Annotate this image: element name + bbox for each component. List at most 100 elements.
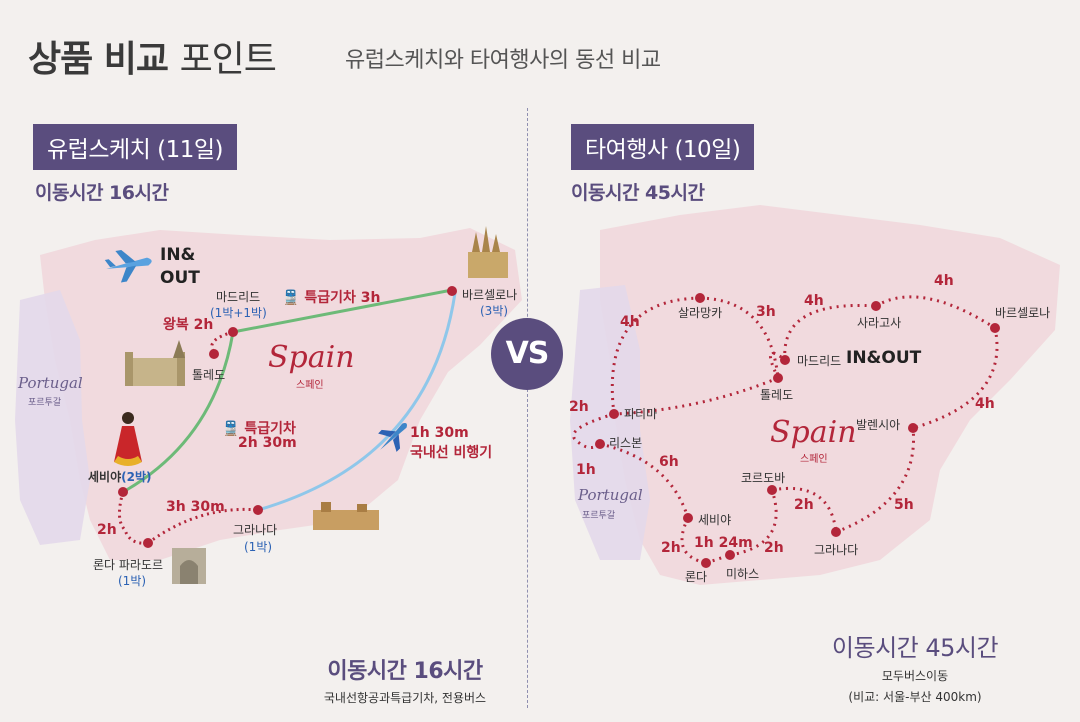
- flamenco-dancer-icon: [114, 412, 142, 466]
- left-ronda-dot: [143, 538, 153, 548]
- left-seg-ronda-granada: 3h 30m: [166, 499, 225, 515]
- left-summary-title: 이동시간 16시간: [327, 659, 483, 684]
- right-spain-script: Spain: [770, 415, 857, 450]
- page-title-bold: 상품 비교: [28, 39, 169, 80]
- right-seg-zaragoza-barcelona: 4h: [934, 273, 954, 289]
- left-spain-shape: [40, 228, 522, 560]
- left-travel-time: 이동시간 16시간: [35, 182, 169, 204]
- right-portugal-script: Portugal: [578, 486, 643, 504]
- right-ronda-label: 론다: [685, 570, 708, 584]
- left-flight-route: [257, 292, 457, 512]
- right-granada-label: 그라나다: [814, 543, 859, 557]
- page-subtitle: 유럽스케치와 타여행사의 동선 비교: [345, 48, 661, 73]
- right-travel-time: 이동시간 45시간: [571, 182, 705, 204]
- left-ronda-stay: (1박): [118, 574, 147, 588]
- left-seg-train-sev-1-text: 특급기차: [244, 421, 296, 437]
- right-seg-toledo-fatima: 2h: [569, 399, 589, 415]
- right-toledo-dot: [773, 373, 783, 383]
- left-out-label: OUT: [160, 268, 200, 288]
- left-granada-label: 그라나다: [233, 523, 278, 537]
- page-title: 상품 비교 포인트: [28, 30, 277, 82]
- alhambra-icon: [313, 502, 379, 530]
- left-spain-label: 스페인: [296, 380, 324, 391]
- right-seg-barcelona-valencia: 4h: [975, 396, 995, 412]
- alcazar-toledo-icon: [125, 340, 185, 386]
- left-summary: 이동시간 16시간 국내선항공과특급기차, 전용버스: [290, 653, 520, 706]
- right-spain-label: 스페인: [800, 454, 828, 465]
- right-seg-mijas-cordoba: 2h: [764, 540, 784, 556]
- right-salamanca-label: 살라망카: [678, 306, 723, 320]
- left-train-sevilla-route: [122, 331, 235, 494]
- right-barcelona-dot: [990, 323, 1000, 333]
- left-seg-train-bcn: 🚆 특급기차 3h: [282, 287, 380, 307]
- left-sevilla-dot: [118, 487, 128, 497]
- left-madrid-dot: [228, 327, 238, 337]
- left-portugal-script: Portugal: [18, 374, 83, 392]
- right-mijas-dot: [725, 550, 735, 560]
- left-ronda-label: 론다 파라도르: [93, 558, 164, 572]
- right-lisbon-dot: [595, 439, 605, 449]
- right-route-toledo-fatima: [613, 376, 779, 416]
- right-seg-granada-cordoba: 2h: [794, 497, 814, 513]
- right-fatima-dot: [609, 409, 619, 419]
- right-summary-title: 이동시간 45시간: [831, 634, 999, 662]
- right-fatima-label: 파티마: [624, 407, 658, 421]
- left-summary-note: 국내선항공과특급기차, 전용버스: [323, 691, 487, 705]
- right-zaragoza-label: 사라고사: [857, 316, 902, 330]
- train-icon: 🚆: [282, 290, 300, 306]
- left-spain-script: Spain: [268, 340, 355, 375]
- left-barcelona-stay: (3박): [480, 304, 509, 318]
- vs-badge: VS: [491, 318, 563, 390]
- train-icon: 🚆: [222, 421, 240, 437]
- left-seg-train-bcn-text: 특급기차 3h: [304, 290, 381, 306]
- right-portugal-shape: [570, 285, 650, 560]
- right-seg-madrid-zaragoza: 4h: [804, 293, 824, 309]
- left-seg-train-sev-2: 2h 30m: [238, 435, 297, 451]
- left-seg-flight-2: 국내선 비행기: [410, 445, 493, 461]
- right-granada-dot: [831, 527, 841, 537]
- right-valencia-dot: [908, 423, 918, 433]
- right-madrid-label: 마드리드: [797, 354, 842, 368]
- left-portugal-shape: [15, 290, 90, 545]
- flight-airplane-icon: [378, 423, 407, 452]
- right-cordoba-label: 코르도바: [741, 471, 786, 485]
- left-seg-sev-ronda: 2h: [97, 522, 117, 538]
- right-route-fatima-salamanca: [610, 296, 701, 415]
- right-route-barcelona-valencia: [912, 327, 999, 430]
- airplane-icon: [104, 249, 152, 283]
- left-train-bcn-route: [232, 288, 453, 334]
- left-madrid-label: 마드리드: [216, 290, 261, 304]
- right-lisbon-label: 리스본: [609, 436, 643, 450]
- left-in-label: IN&: [160, 245, 196, 265]
- left-sevilla-name: 세비야: [88, 470, 122, 484]
- right-zaragoza-dot: [871, 301, 881, 311]
- right-sevilla-label: 세비야: [698, 513, 732, 527]
- left-tag: 유럽스케치 (11일): [33, 124, 237, 170]
- right-portugal-label: 포르투갈: [582, 511, 616, 521]
- right-seg-lisbon-sevilla: 6h: [659, 454, 679, 470]
- right-summary-note-1: 모두버스이동: [881, 669, 949, 683]
- right-seg-valencia-granada: 5h: [894, 497, 914, 513]
- ronda-bridge-icon: [172, 548, 206, 584]
- left-barcelona-dot: [447, 286, 457, 296]
- left-seg-train-sev-1: 🚆 특급기차: [222, 418, 296, 438]
- right-summary-note-2: (비교: 서울-부산 400km): [848, 690, 982, 704]
- left-granada-dot: [253, 505, 263, 515]
- right-barcelona-label: 바르셀로나: [995, 306, 1051, 320]
- left-seg-roundtrip: 왕복 2h: [163, 317, 214, 333]
- right-route-lisbon-sevilla: [599, 442, 690, 519]
- left-barcelona-label: 바르셀로나: [462, 288, 518, 302]
- left-sevilla-stay: (2박): [121, 470, 152, 484]
- right-route-madrid-zaragoza: [783, 303, 877, 361]
- left-sevilla-label: 세비야(2박): [88, 468, 151, 485]
- right-salamanca-dot: [695, 293, 705, 303]
- right-valencia-label: 발렌시아: [856, 418, 901, 432]
- sagrada-familia-icon: [468, 226, 508, 278]
- left-toledo-dot: [209, 349, 219, 359]
- right-in-out-label: IN&OUT: [846, 348, 922, 368]
- right-summary: 이동시간 45시간 모두버스이동 (비교: 서울-부산 400km): [800, 628, 1030, 705]
- right-seg-ronda-mijas: 1h 24m: [694, 535, 753, 551]
- left-portugal-label: 포르투갈: [28, 398, 62, 408]
- right-sevilla-dot: [683, 513, 693, 523]
